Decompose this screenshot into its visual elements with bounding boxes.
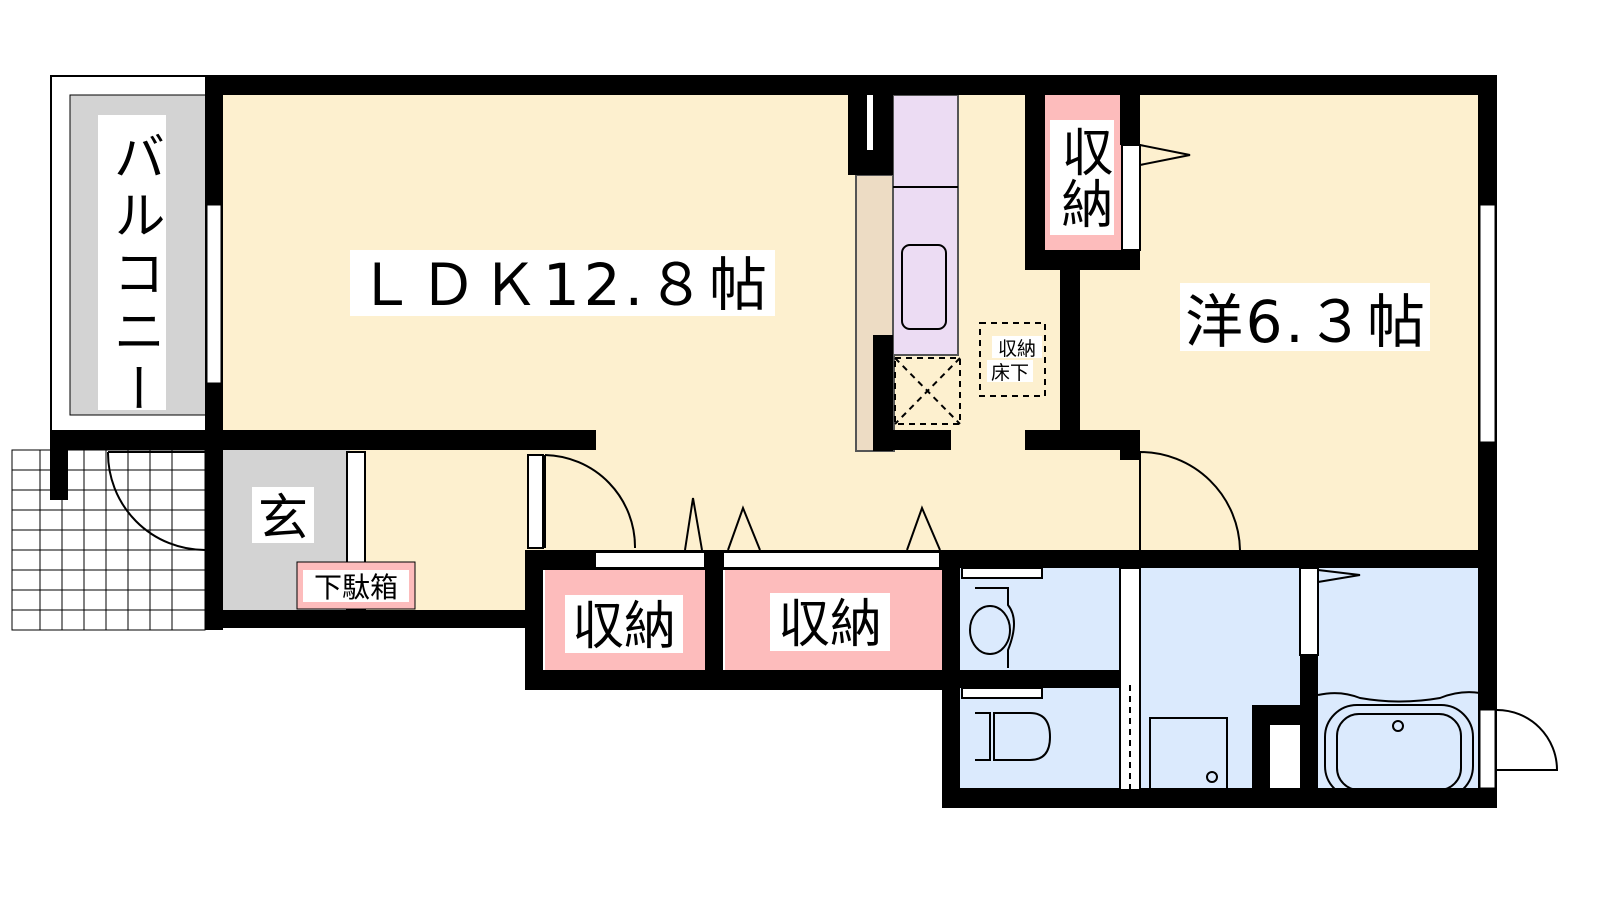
underfloor-storage-label-2: 床下 <box>991 362 1029 384</box>
washing-machine-icon <box>1149 717 1228 791</box>
storage-bottom-left-label: 収納 <box>572 597 676 657</box>
storage-top-label: 収納 <box>1052 125 1112 229</box>
shoe-cabinet-label: 下駄箱 <box>314 571 398 604</box>
windows <box>206 95 1496 789</box>
balcony-label: バルコニー <box>104 130 164 420</box>
sink-icon <box>901 244 947 330</box>
bathtub-icon <box>1324 704 1474 799</box>
underfloor-storage-label-1: 収納 <box>998 338 1036 360</box>
washbasin-icon <box>975 587 1015 668</box>
doors <box>106 144 1559 791</box>
storage-bottom-right-label: 収納 <box>778 595 882 655</box>
fixtures <box>894 322 1481 799</box>
entrance-stairs <box>11 449 206 631</box>
entrance-label: 玄 <box>258 489 308 547</box>
ldk-label: ＬＤＫ12.８帖 <box>357 251 767 319</box>
toilet-icon <box>975 712 1052 761</box>
